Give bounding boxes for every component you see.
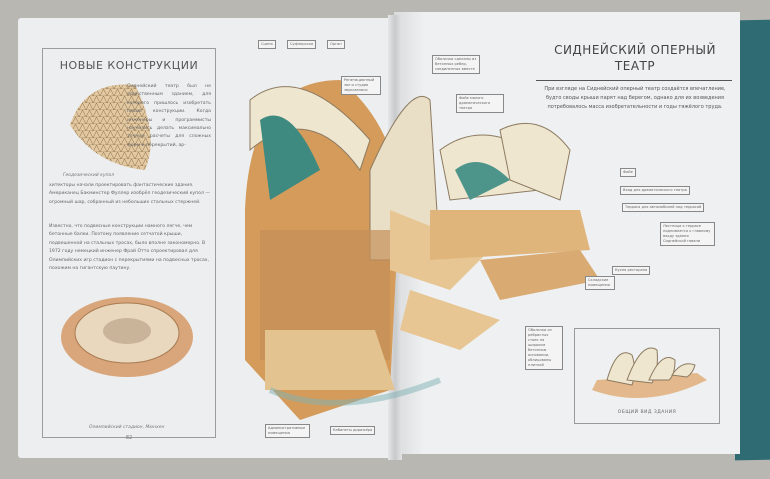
- label-prompter: Суфлерская: [287, 40, 317, 49]
- label-terrace: Лестница к террасе поднимается к главном…: [660, 222, 715, 246]
- geodesic-dome-illustration: [70, 84, 151, 170]
- page-title: СИДНЕЙСКИЙ ОПЕРНЫЙ ТЕАТР: [530, 42, 740, 74]
- title-divider: [536, 80, 732, 81]
- overview-box: ОБЩИЙ ВИД ЗДАНИЯ: [574, 328, 720, 424]
- label-foyer: Фойе: [620, 168, 636, 177]
- page-number: 82: [125, 435, 133, 441]
- sidebar-panel: НОВЫЕ КОНСТРУКЦИИ Сиднейский театр был н…: [42, 48, 216, 441]
- title-line-1: СИДНЕЙСКИЙ ОПЕРНЫЙ: [554, 43, 716, 57]
- label-parking: Терраса для автомобилей под террасой: [622, 203, 705, 212]
- stadium-caption: Олимпийский стадион, Мюнхен: [89, 425, 165, 430]
- label-entrance: Вход для драматического театра: [620, 186, 690, 195]
- sidebar-text-wrap: Сиднейский театр был не единственным зда…: [127, 84, 211, 148]
- sidebar-text-continued: хитекторы начали проектировать фантастич…: [49, 183, 210, 205]
- label-foyer-small: Фойе малого драматического театра: [456, 94, 504, 113]
- label-kitchen: Кухня ресторана: [612, 266, 651, 275]
- intro-text: При взгляде на Сиднейский оперный театр …: [544, 86, 726, 110]
- label-stage: Сцена: [258, 40, 276, 49]
- overview-caption: ОБЩИЙ ВИД ЗДАНИЯ: [617, 410, 677, 415]
- dome-caption: Геодезический купол: [63, 173, 115, 178]
- label-admin: Административные помещения: [265, 424, 310, 438]
- book-cover-edge: [735, 19, 770, 461]
- label-storage: Складские помещения: [585, 276, 615, 290]
- label-conductor: Кабинеты дирижёра: [330, 426, 376, 435]
- overview-illustration: [592, 347, 707, 398]
- label-shells: Оболочки сделаны из бетонных ребер, соед…: [432, 55, 480, 74]
- sidebar-title: НОВЫЕ КОНСТРУКЦИИ: [59, 59, 199, 72]
- munich-stadium-illustration: [61, 297, 193, 377]
- opera-house-cutaway-illustration: [245, 80, 600, 420]
- title-line-2: ТЕАТР: [614, 59, 656, 73]
- label-rehearsal: Репетиционный зал и студия звукозаписи: [341, 76, 381, 95]
- label-ribs: Оболочки из ребристых стоек на широком б…: [525, 326, 563, 370]
- label-organ: Орган: [327, 40, 345, 49]
- sidebar-text-para2: Известно, что подвесные конструкции намн…: [49, 224, 209, 272]
